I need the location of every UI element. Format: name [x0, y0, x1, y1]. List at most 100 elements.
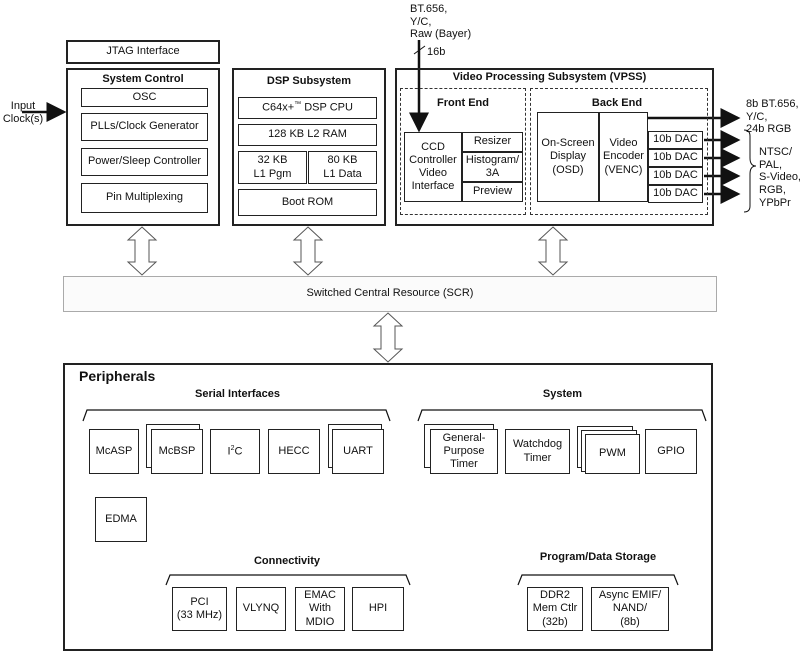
hpi-label: HPI	[368, 602, 388, 615]
mcbsp-block: McBSP	[151, 429, 203, 474]
system-bracket	[417, 409, 707, 422]
storage-title: Program/Data Storage	[539, 551, 657, 563]
i2c-tail: C	[234, 445, 243, 458]
dsp-cpu-name: C64x+	[262, 101, 295, 114]
pin-mux-label: Pin Multiplexing	[105, 191, 184, 204]
venc-label: Video Encoder (VENC)	[603, 137, 644, 176]
analog-output-label: NTSC/ PAL, S-Video, RGB, YPbPr	[759, 146, 801, 209]
dsp-cpu-tm: ™	[294, 101, 302, 109]
i2c-block: I2C	[210, 429, 260, 474]
l1-pgm-label: 32 KB L1 Pgm	[253, 154, 292, 180]
dac-block-3: 10b DAC	[648, 167, 703, 185]
histogram-label: Histogram/ 3A	[465, 153, 520, 179]
vlynq-block: VLYNQ	[236, 587, 286, 631]
mcasp-block: McASP	[89, 429, 139, 474]
system-control-scr-arrow	[126, 226, 158, 276]
dac-label-4: 10b DAC	[653, 187, 698, 200]
peripherals-scr-arrow	[372, 312, 404, 363]
ddr2-label: DDR2 Mem Ctlr (32b)	[532, 589, 578, 628]
hpi-block: HPI	[352, 587, 404, 631]
bus-width-label: 16b	[427, 46, 446, 58]
venc-block: Video Encoder (VENC)	[599, 112, 648, 202]
jtag-label: JTAG Interface	[106, 45, 180, 58]
dsp-title: DSP Subsystem	[266, 75, 352, 87]
front-end-group: Front End	[400, 88, 526, 215]
emac-label: EMAC With MDIO	[304, 589, 336, 628]
gp-timer-label: General- Purpose Timer	[442, 431, 486, 471]
uart-label: UART	[343, 444, 373, 457]
digital-output-label: 8b BT.656, Y/C, 24b RGB	[746, 98, 799, 136]
i2c-main: I	[227, 445, 231, 458]
watchdog-label: Watchdog Timer	[512, 438, 563, 464]
l1-data-block: 80 KB L1 Data	[308, 151, 377, 184]
dac-label-2: 10b DAC	[653, 151, 698, 164]
histogram-block: Histogram/ 3A	[462, 152, 523, 182]
hecc-label: HECC	[278, 444, 310, 457]
boot-rom-block: Boot ROM	[238, 189, 377, 216]
osd-label: On-Screen Display (OSD)	[541, 137, 595, 176]
emac-block: EMAC With MDIO	[295, 587, 345, 631]
ddr2-block: DDR2 Mem Ctlr (32b)	[527, 587, 583, 631]
boot-rom-label: Boot ROM	[281, 195, 334, 208]
gp-timer-block: General- Purpose Timer	[430, 429, 498, 474]
ccdc-label: CCD Controller Video Interface	[409, 140, 457, 193]
i2c-label: I2C	[228, 445, 243, 459]
resizer-block: Resizer	[462, 132, 523, 152]
dsp-cpu-label: C64x+™ DSP CPU	[262, 101, 353, 115]
pll-label: PLLs/Clock Generator	[90, 120, 199, 133]
osc-label: OSC	[132, 90, 157, 103]
analog-output-brace	[743, 129, 757, 213]
input-clock-label: Input Clock(s)	[2, 100, 44, 125]
ccdc-block: CCD Controller Video Interface	[404, 132, 462, 202]
pwm-block: PWM	[585, 434, 640, 474]
l1-data-label: 80 KB L1 Data	[323, 154, 362, 180]
vpss-scr-arrow	[537, 226, 569, 276]
edma-label: EDMA	[105, 512, 137, 525]
power-sleep-block: Power/Sleep Controller	[81, 148, 208, 176]
front-end-title: Front End	[437, 97, 489, 109]
peripherals-title: Peripherals	[79, 368, 156, 384]
vpss-block: Video Processing Subsystem (VPSS)	[395, 68, 714, 226]
hecc-block: HECC	[268, 429, 320, 474]
async-emif-block: Async EMIF/ NAND/ (8b)	[591, 587, 669, 631]
power-sleep-label: Power/Sleep Controller	[87, 155, 202, 168]
scr-label: Switched Central Resource (SCR)	[306, 287, 474, 300]
gpio-label: GPIO	[657, 444, 685, 457]
dac-block-4: 10b DAC	[648, 185, 703, 203]
preview-block: Preview	[462, 182, 523, 202]
dsp-cpu-suffix: DSP CPU	[301, 101, 353, 114]
back-end-title: Back End	[591, 97, 643, 109]
serial-interfaces-title: Serial Interfaces	[195, 388, 280, 400]
watchdog-block: Watchdog Timer	[505, 429, 570, 474]
mcasp-label: McASP	[95, 444, 133, 457]
connectivity-title: Connectivity	[253, 555, 320, 567]
i2c-sup: 2	[230, 444, 235, 452]
system-control-block: System Control	[66, 68, 220, 226]
mcbsp-label: McBSP	[158, 444, 196, 457]
dac-label-1: 10b DAC	[653, 133, 698, 146]
uart-block: UART	[332, 429, 384, 474]
bus-width-slash	[413, 45, 426, 55]
dsp-subsystem-block: DSP Subsystem	[232, 68, 386, 226]
pci-label: PCI (33 MHz)	[176, 595, 223, 621]
vpss-title: Video Processing Subsystem (VPSS)	[452, 71, 647, 83]
serial-interfaces-bracket	[82, 409, 391, 422]
jtag-interface-block: JTAG Interface	[66, 40, 220, 64]
system-control-title: System Control	[102, 73, 184, 85]
scr-block: Switched Central Resource (SCR)	[63, 276, 717, 312]
edma-block: EDMA	[95, 497, 147, 542]
dsp-scr-arrow	[292, 226, 324, 276]
pwm-label: PWM	[599, 447, 626, 460]
vlynq-label: VLYNQ	[242, 602, 280, 615]
l1-pgm-block: 32 KB L1 Pgm	[238, 151, 307, 184]
dsp-cpu-block: C64x+™ DSP CPU	[238, 97, 377, 119]
preview-label: Preview	[472, 185, 513, 198]
l2-ram-label: 128 KB L2 RAM	[268, 128, 347, 141]
back-end-group: Back End	[530, 88, 708, 215]
l2-ram-block: 128 KB L2 RAM	[238, 124, 377, 146]
async-emif-label: Async EMIF/ NAND/ (8b)	[598, 589, 662, 628]
dac-label-3: 10b DAC	[653, 169, 698, 182]
video-input-label: BT.656, Y/C, Raw (Bayer)	[410, 3, 472, 41]
storage-bracket	[517, 574, 679, 586]
